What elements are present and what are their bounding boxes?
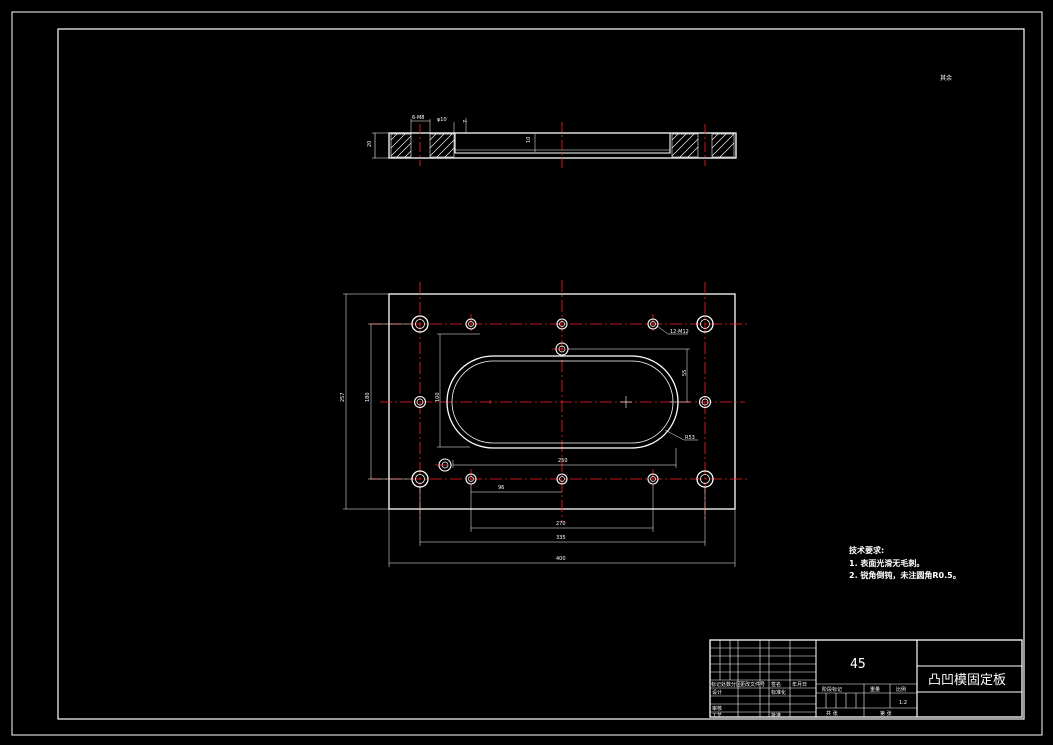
dim-hole-pitch: 6-M8: [412, 115, 424, 121]
tech-req-item-1: 1. 表面光滑无毛刺。: [849, 558, 924, 568]
centerlines: [370, 280, 750, 522]
dim-hole-callout: 12-M12: [670, 329, 689, 335]
title-block-text: 45 凸凹模固定板 标记 处数 分区 更改文件号 签名 年月日 设计 标准化 阶…: [711, 657, 1006, 719]
tech-req-item-2: 2. 锐角倒钝，未注圆角R0.5。: [849, 570, 961, 580]
dim-slot-offset: 55: [682, 370, 688, 376]
material-value: 45: [850, 657, 866, 672]
part-name: 凸凹模固定板: [928, 673, 1006, 688]
tech-req-title: 技术要求:: [849, 545, 884, 555]
dim-slot-radius: R53: [685, 435, 695, 441]
tb-stage-mark: 阶段标记: [822, 686, 842, 693]
dim-offset: 96: [498, 485, 504, 491]
section-outline: [388, 132, 737, 159]
dim-inner-span: 270: [556, 521, 566, 527]
tb-scale-value: 1:2: [899, 700, 907, 706]
dim-overall-height: 257: [340, 392, 346, 402]
section-pocket: [454, 133, 671, 154]
tb-designer: 设计: [712, 689, 722, 696]
surface-roughness-note: 其余: [940, 74, 952, 82]
tb-sheet-no: 第 张: [880, 710, 892, 717]
dim-hole-span-x: 335: [556, 535, 566, 541]
inner-frame: [57, 28, 1025, 720]
dim-thickness: 20: [367, 141, 373, 147]
tb-zone: 分区: [731, 681, 741, 688]
title-block: [709, 639, 1023, 718]
tb-scale: 比例: [896, 686, 906, 693]
tb-mark: 标记: [711, 681, 721, 688]
tb-signature: 签名: [771, 681, 781, 688]
tb-standardization: 标准化: [771, 689, 786, 696]
section-view: 20 6-M8 φ10 7 10: [367, 115, 737, 168]
tb-approve: 批准: [771, 712, 781, 719]
obround-slot-inner: [451, 360, 674, 444]
dim-hole-span-height: 180: [365, 392, 371, 402]
plan-view: 257 180 100 55 250 96 270 335 400 R53 12…: [340, 280, 750, 567]
outer-frame: [11, 11, 1043, 736]
section-hatching: [390, 133, 735, 158]
small-holes: [413, 318, 712, 485]
dim-slot-length: 250: [558, 458, 568, 464]
dim-slot-depth: 10: [526, 137, 532, 143]
dim-slot-height: 100: [435, 392, 441, 402]
tb-count: 处数: [721, 681, 731, 688]
dim-overall-width: 400: [556, 556, 566, 562]
tb-sheet-total: 共 张: [826, 710, 838, 717]
dimension-lines: [343, 293, 736, 567]
obround-slot: [446, 355, 679, 449]
tb-reviewer: 审核: [712, 705, 722, 712]
tb-process: 工艺: [712, 713, 722, 719]
tb-change-no: 更改文件号: [740, 681, 765, 688]
tb-weight: 重量: [870, 686, 880, 693]
dim-bore: φ10: [437, 117, 447, 123]
tech-requirements: 技术要求: 1. 表面光滑无毛刺。 2. 锐角倒钝，未注圆角R0.5。: [849, 545, 961, 580]
tb-date: 年月日: [792, 681, 807, 688]
dim-depth: 7: [463, 120, 469, 123]
